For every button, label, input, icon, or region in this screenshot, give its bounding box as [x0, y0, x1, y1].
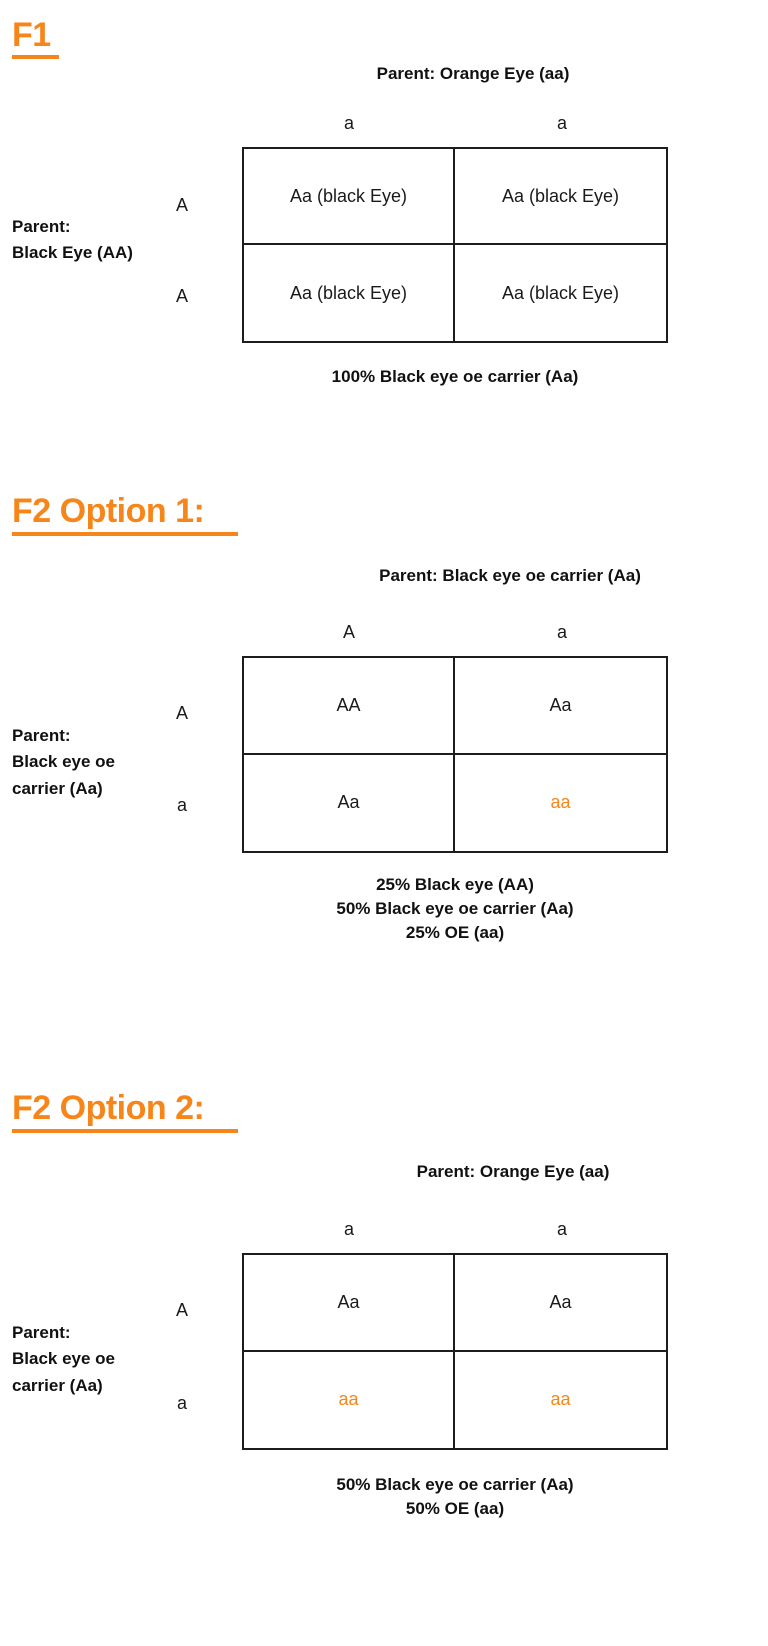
section-heading-f1: F1 — [12, 16, 51, 54]
row-allele-label-1: A — [175, 1300, 188, 1320]
punnett-grid-f2-option-2: Aa Aa aa aa — [242, 1253, 668, 1450]
left-parent-label-line-2: Black Eye (AA) — [12, 243, 133, 263]
row-allele-label-1: A — [175, 703, 188, 723]
result-line: 50% Black eye oe carrier (Aa) — [336, 1475, 574, 1494]
punnett-cell: Aa (black Eye) — [501, 282, 620, 303]
punnett-cell-recessive: aa — [550, 792, 571, 813]
row-allele-label-2: A — [175, 286, 188, 306]
top-parent-label-f2-option-2: Parent: Orange Eye (aa) — [416, 1162, 610, 1181]
punnett-cell: Aa (black Eye) — [244, 245, 455, 341]
row-allele-label-1: A — [175, 195, 188, 215]
column-allele-label-1: A — [342, 622, 355, 642]
section-heading-underline — [12, 55, 59, 59]
left-parent-label-line-1: Parent: — [12, 217, 71, 236]
left-parent-label-line-3: carrier (Aa) — [12, 1375, 103, 1395]
punnett-cell: Aa (black Eye) — [455, 149, 666, 245]
row-allele-label-2: a — [176, 1393, 187, 1413]
results-block-f1: 100% Black eye oe carrier (Aa) — [242, 365, 668, 389]
left-parent-label-line-2: Black eye oe — [12, 1349, 116, 1369]
punnett-cell: Aa — [244, 1255, 455, 1352]
result-line: 50% Black eye oe carrier (Aa) — [336, 898, 574, 918]
left-parent-label-line-1: Parent: — [12, 726, 71, 745]
column-allele-label-1: a — [343, 113, 354, 133]
top-parent-label-f2-option-1: Parent: Black eye oe carrier (Aa) — [379, 566, 641, 585]
punnett-grid-f2-option-1: AA Aa Aa aa — [242, 656, 668, 853]
result-line: 100% Black eye oe carrier (Aa) — [331, 367, 579, 386]
section-heading-underline — [12, 532, 238, 536]
punnett-cell-recessive: aa — [550, 1389, 571, 1410]
section-heading-underline — [12, 1129, 238, 1133]
top-parent-label-f1: Parent: Orange Eye (aa) — [376, 64, 570, 83]
section-heading-f2-option-2: F2 Option 2: — [12, 1089, 205, 1127]
results-block-f2-option-1: 25% Black eye (AA) 50% Black eye oe carr… — [242, 873, 668, 945]
left-parent-label-line-2: Black eye oe — [12, 752, 116, 772]
column-allele-label-2: a — [556, 622, 567, 642]
results-block-f2-option-2: 50% Black eye oe carrier (Aa) 50% OE (aa… — [242, 1473, 668, 1521]
result-line: 25% Black eye (AA) — [376, 875, 534, 894]
column-allele-label-2: a — [556, 1219, 567, 1239]
punnett-cell: AA — [244, 658, 455, 755]
punnett-cell-recessive: aa — [244, 1351, 455, 1448]
row-allele-label-2: a — [176, 795, 187, 815]
left-parent-label-line-3: carrier (Aa) — [12, 778, 103, 798]
punnett-cell: Aa — [455, 1255, 666, 1352]
punnett-cell: Aa — [244, 754, 455, 851]
left-parent-label-line-1: Parent: — [12, 1323, 71, 1342]
column-allele-label-2: a — [556, 113, 567, 133]
punnett-cell: Aa — [455, 658, 666, 755]
section-heading-f2-option-1: F2 Option 1: — [12, 492, 205, 530]
punnett-grid-f1: Aa (black Eye) Aa (black Eye) Aa (black … — [242, 147, 668, 343]
result-line: 25% OE (aa) — [405, 922, 505, 942]
result-line: 50% OE (aa) — [405, 1498, 505, 1518]
column-allele-label-1: a — [343, 1219, 354, 1239]
punnett-cell: Aa (black Eye) — [244, 149, 455, 245]
